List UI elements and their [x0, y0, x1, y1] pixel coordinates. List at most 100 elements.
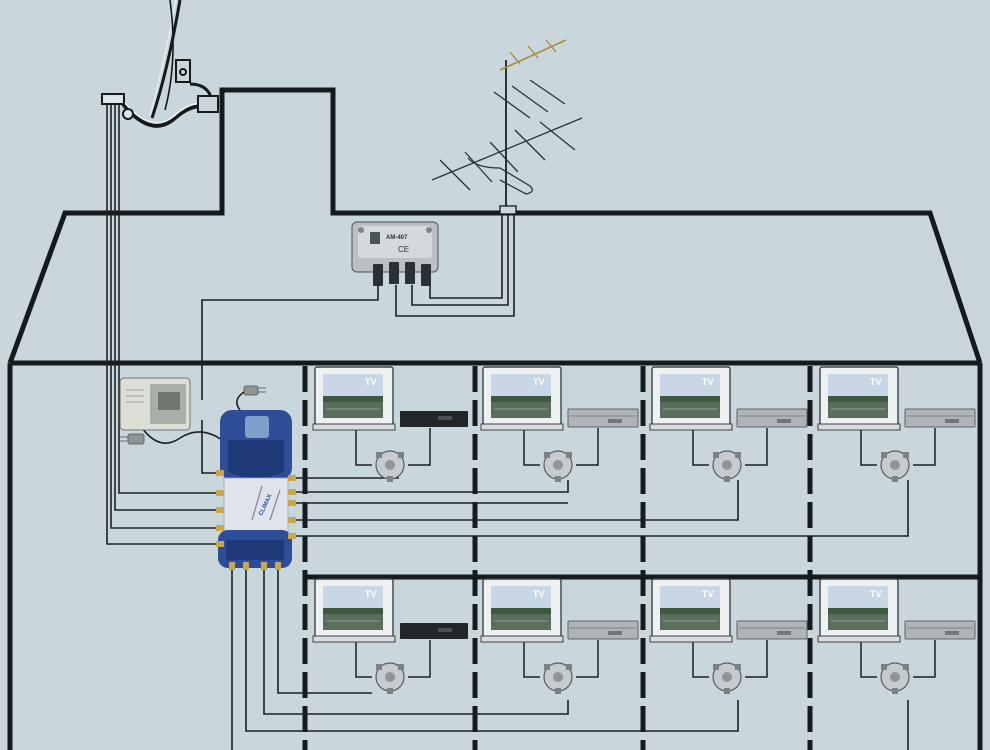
lnb-cable	[118, 102, 222, 494]
lnb-cable	[106, 102, 222, 545]
f-connector	[288, 475, 296, 481]
tv-label: TV	[870, 377, 882, 387]
f-connector	[216, 470, 224, 476]
antenna-element	[464, 151, 493, 183]
apartment-unit: TV	[649, 366, 808, 482]
outlet-cable	[290, 480, 569, 493]
receiver-display	[608, 419, 622, 423]
tv-label: TV	[365, 377, 377, 387]
tv-cable	[523, 640, 540, 678]
wall-outlet	[880, 450, 910, 482]
receiver-grey	[904, 620, 976, 640]
receiver-cable	[576, 428, 599, 466]
antenna-cable	[411, 208, 509, 306]
terrestrial-feed-cable	[201, 420, 222, 474]
outlet-port	[555, 476, 561, 482]
outlet-port	[724, 476, 730, 482]
outlet-cable	[290, 480, 909, 537]
folded-dipole	[467, 157, 533, 195]
apartment-cables	[860, 640, 936, 678]
apartment-cables	[692, 640, 768, 678]
amplifier-ce-mark: CE	[398, 245, 409, 254]
f-connector	[243, 562, 249, 570]
outlet-port	[387, 688, 393, 694]
receiver-grey	[904, 408, 976, 428]
outlet-port	[566, 664, 572, 670]
amplifier-ports	[373, 262, 431, 286]
dish-back	[164, 0, 174, 111]
receiver-body	[567, 620, 639, 640]
f-connector	[288, 533, 296, 539]
tv-stand	[480, 423, 564, 431]
f-connector	[261, 562, 267, 570]
multiswitch-window	[245, 416, 269, 438]
antenna-cable	[395, 208, 515, 317]
wall-outlet	[543, 450, 573, 482]
receiver-cable	[913, 640, 936, 678]
outlet-cable	[245, 565, 739, 732]
mount-screw-icon	[426, 227, 432, 233]
outlet-cable	[277, 565, 372, 694]
outlet-port	[398, 452, 404, 458]
plug-icon	[243, 385, 266, 396]
receiver-grey	[567, 620, 639, 640]
receiver-display	[438, 628, 452, 632]
tv-screen-sky	[491, 374, 551, 398]
outlet-port	[376, 664, 382, 670]
receiver-body	[904, 408, 976, 428]
outlet-port	[713, 452, 719, 458]
outlet-port	[735, 452, 741, 458]
antenna-element	[545, 39, 557, 53]
tv-screen-treeline	[660, 608, 720, 614]
multiswitch-input-ports	[216, 470, 224, 547]
plug-icon	[120, 433, 145, 445]
outlet-center	[385, 672, 395, 682]
wall-outlet	[543, 662, 573, 694]
tv-cable	[692, 428, 709, 466]
receiver-body	[400, 411, 468, 427]
antenna-element	[439, 159, 471, 191]
receiver-display	[608, 631, 622, 635]
tv-screen-water	[828, 614, 888, 630]
antenna-element	[527, 45, 539, 59]
receiver-body	[400, 623, 468, 639]
lnb-cable	[110, 102, 222, 529]
apartment-cables	[355, 640, 431, 678]
lnb-cable	[114, 102, 222, 511]
f-connector	[288, 489, 296, 495]
receiver-body	[904, 620, 976, 640]
tv-set: TV	[312, 366, 396, 431]
tv-stand	[480, 635, 564, 643]
tv-cable	[523, 428, 540, 466]
tv-set: TV	[817, 366, 901, 431]
tv-screen-sky	[660, 374, 720, 398]
tv-stand	[817, 423, 901, 431]
tv-screen-treeline	[491, 608, 551, 614]
outlet-port	[376, 452, 382, 458]
outlet-port	[903, 452, 909, 458]
apartment-unit: TV	[312, 578, 468, 694]
lnb-icon	[101, 93, 125, 105]
f-connector	[373, 264, 383, 286]
outlet-cable	[290, 480, 739, 521]
receiver-body	[567, 408, 639, 428]
outlet-center	[890, 672, 900, 682]
apartment-walls	[302, 366, 813, 750]
receiver-cable	[408, 428, 431, 466]
tv-set: TV	[312, 578, 396, 643]
receiver-display	[945, 419, 959, 423]
apartment-unit: TV	[817, 366, 976, 482]
antenna-element	[489, 141, 519, 173]
apartment-cables	[860, 428, 936, 466]
antenna-element	[509, 51, 521, 65]
f-connector	[288, 500, 296, 506]
f-connector	[229, 562, 235, 570]
f-connector	[288, 517, 296, 523]
roof-outline	[7, 87, 983, 364]
apartment-unit: TV	[649, 578, 808, 694]
dish-reflector	[150, 0, 182, 119]
receiver-cable	[745, 428, 768, 466]
tv-cable	[692, 640, 709, 678]
outlet-port	[387, 476, 393, 482]
outlet-port	[724, 688, 730, 694]
